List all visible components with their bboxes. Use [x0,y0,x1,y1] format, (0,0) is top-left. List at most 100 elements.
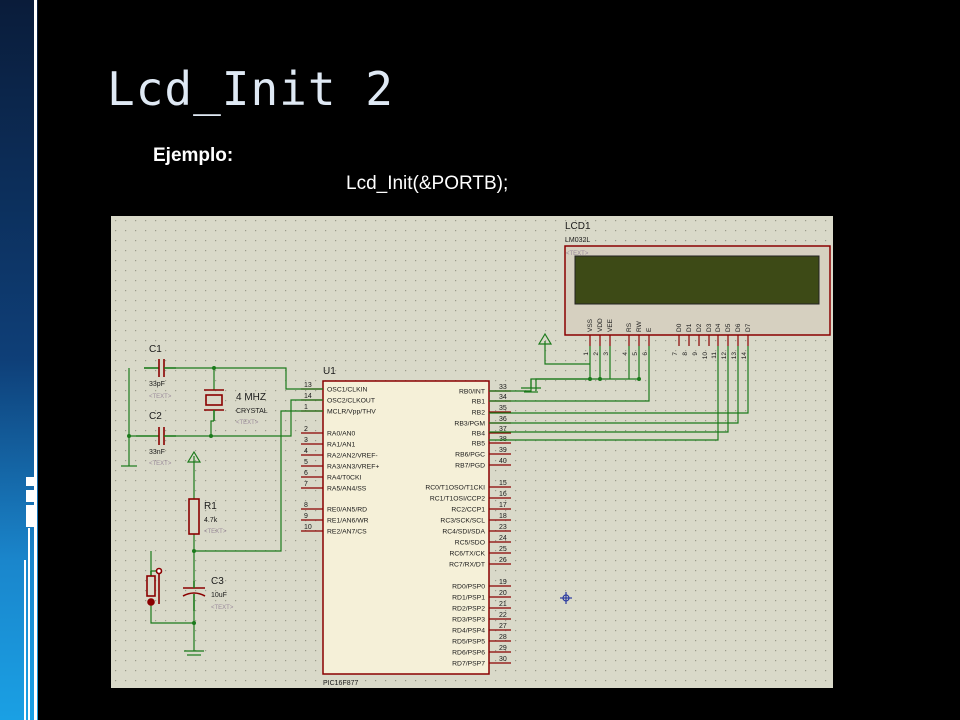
mcu-pin-number: 22 [499,612,507,619]
lcd-pin-name: D3 [706,323,713,332]
c2-value: 33nF [149,449,165,456]
sidebar-line-1 [34,0,37,720]
mcu-pin-number: 34 [499,394,507,401]
mcu-pin-name: OSC2/CLKOUT [327,398,375,405]
mcu-pin-number: 33 [499,384,507,391]
lcd-pin-number: 14 [741,352,748,360]
mcu-pin-name: RA2/AN2/VREF- [327,453,378,460]
lcd-pin-name: D1 [686,323,693,332]
mcu-pin-number: 7 [304,481,308,488]
c2-ref: C2 [149,411,162,422]
mcu-pin-name: OSC1/CLKIN [327,387,368,394]
mcu-body [322,380,490,675]
mcu-right-pins: 33RB0/INT34RB135RB236RB3/PGM37RB438RB539… [425,384,511,668]
mcu-pin-name: RC2/CCP1 [451,507,485,514]
crystal [204,389,224,421]
mcu-pin-name: RD6/PSP6 [452,650,485,657]
lcd-pin-number: 11 [711,352,718,359]
mcu-pin-number: 27 [499,623,507,630]
mcu-pin-number: 23 [499,524,507,531]
mcu-pin-name: RB7/PGD [455,463,485,470]
lcd-pin-number: 3 [603,352,610,356]
lcd-module: LCD1 LM032L <TEXT> VSS1VDD2VEE3RS4RW5E6D… [564,221,831,360]
mcu-ref: U1 [323,366,336,377]
lcd-pin-name: VSS [587,318,594,332]
mcu-pin-number: 16 [499,491,507,498]
sidebar-square-1 [26,477,35,486]
c2-capacitor [136,427,176,445]
mcu-pin-name: RB6/PGC [455,452,485,459]
lcd-pin-number: 9 [692,352,699,356]
sidebar-square-3 [26,505,35,527]
mcu-pin-name: RA5/AN4/SS [327,486,367,493]
c3-value: 10uF [211,592,227,599]
lcd-pin-name: E [646,327,653,332]
mcu-pin-number: 2 [304,426,308,433]
mcu-pin-name: RC0/T1OSO/T1CKI [425,485,485,492]
mcu-pin-number: 24 [499,535,507,542]
mcu-pin-number: 40 [499,458,507,465]
mcu-pin-name: RA0/AN0 [327,431,356,438]
mcu-pin-number: 21 [499,601,507,608]
mcu-pin-number: 3 [304,437,308,444]
mcu-chip: U1 PIC16F877 13OSC1/CLKIN14OSC2/CLKOUT1M… [301,366,511,687]
r1-text: <TEXT> [204,529,227,535]
lcd-pin-name: VEE [607,318,614,332]
wires [128,341,749,651]
mcu-pin-name: RD3/PSP3 [452,617,485,624]
mcu-pin-number: 20 [499,590,507,597]
lcd-pin-number: 6 [642,352,649,356]
mcu-pin-number: 6 [304,470,308,477]
mcu-pin-number: 28 [499,634,507,641]
mcu-pin-number: 15 [499,480,507,487]
lcd-pin-number: 2 [593,352,600,356]
origin-marker [560,592,572,604]
reset-button-symbol [146,567,163,606]
mcu-pin-name: RA4/T0CKI [327,475,361,482]
mcu-pin-number: 25 [499,546,507,553]
mcu-pin-number: 19 [499,579,507,586]
lcd-pin-number: 8 [682,352,689,356]
mcu-part: PIC16F877 [323,680,359,687]
mcu-pin-name: MCLR/Vpp/THV [327,409,376,416]
mcu-pin-number: 1 [304,404,308,411]
mcu-left-pins: 13OSC1/CLKIN14OSC2/CLKOUT1MCLR/Vpp/THV2R… [301,382,379,536]
lcd-pin-name: D5 [725,323,732,332]
mcu-pin-name: RB2 [472,410,485,417]
crystal-ref: 4 MHZ [236,392,266,403]
mcu-pin-name: RB3/PGM [454,421,485,428]
slide-sidebar [0,0,38,720]
mcu-pin-number: 26 [499,557,507,564]
c1-capacitor [144,359,176,377]
mcu-pin-name: RE1/AN6/WR [327,518,369,525]
mcu-pin-number: 5 [304,459,308,466]
mcu-pin-name: RC3/SCK/SCL [440,518,485,525]
mcu-pin-name: RA3/AN3/VREF+ [327,464,379,471]
lcd-pin-name: D6 [735,323,742,332]
lcd-pin-name: D0 [676,323,683,332]
mcu-pin-number: 37 [499,426,507,433]
lcd-pin-name: RS [626,322,633,332]
mcu-pin-name: RC7/RX/DT [449,562,485,569]
c3-text: <TEXT> [211,605,234,611]
mcu-pin-name: RB5 [472,441,485,448]
lcd-pin-number: 12 [721,352,728,360]
crystal-text: <TEXT> [236,420,259,426]
slide-title: Lcd_Init 2 [107,62,394,116]
c2-text: <TEXT> [149,461,172,467]
mcu-pin-name: RD7/PSP7 [452,661,485,668]
mcu-pin-number: 4 [304,448,308,455]
mcu-pin-name: RC6/TX/CK [449,551,485,558]
mcu-pin-name: RD0/PSP0 [452,584,485,591]
mcu-pin-name: RB4 [472,431,485,438]
mcu-pin-number: 39 [499,447,507,454]
mcu-pin-name: RC4/SDI/SDA [442,529,485,536]
mcu-pin-number: 36 [499,416,507,423]
mcu-pin-name: RC1/T1OSI/CCP2 [430,496,485,503]
sidebar-line-3 [24,560,26,720]
mcu-pin-number: 14 [304,393,312,400]
crystal-value: CRYSTAL [236,408,268,415]
mcu-pin-name: RD2/PSP2 [452,606,485,613]
r1-resistor [188,498,200,535]
